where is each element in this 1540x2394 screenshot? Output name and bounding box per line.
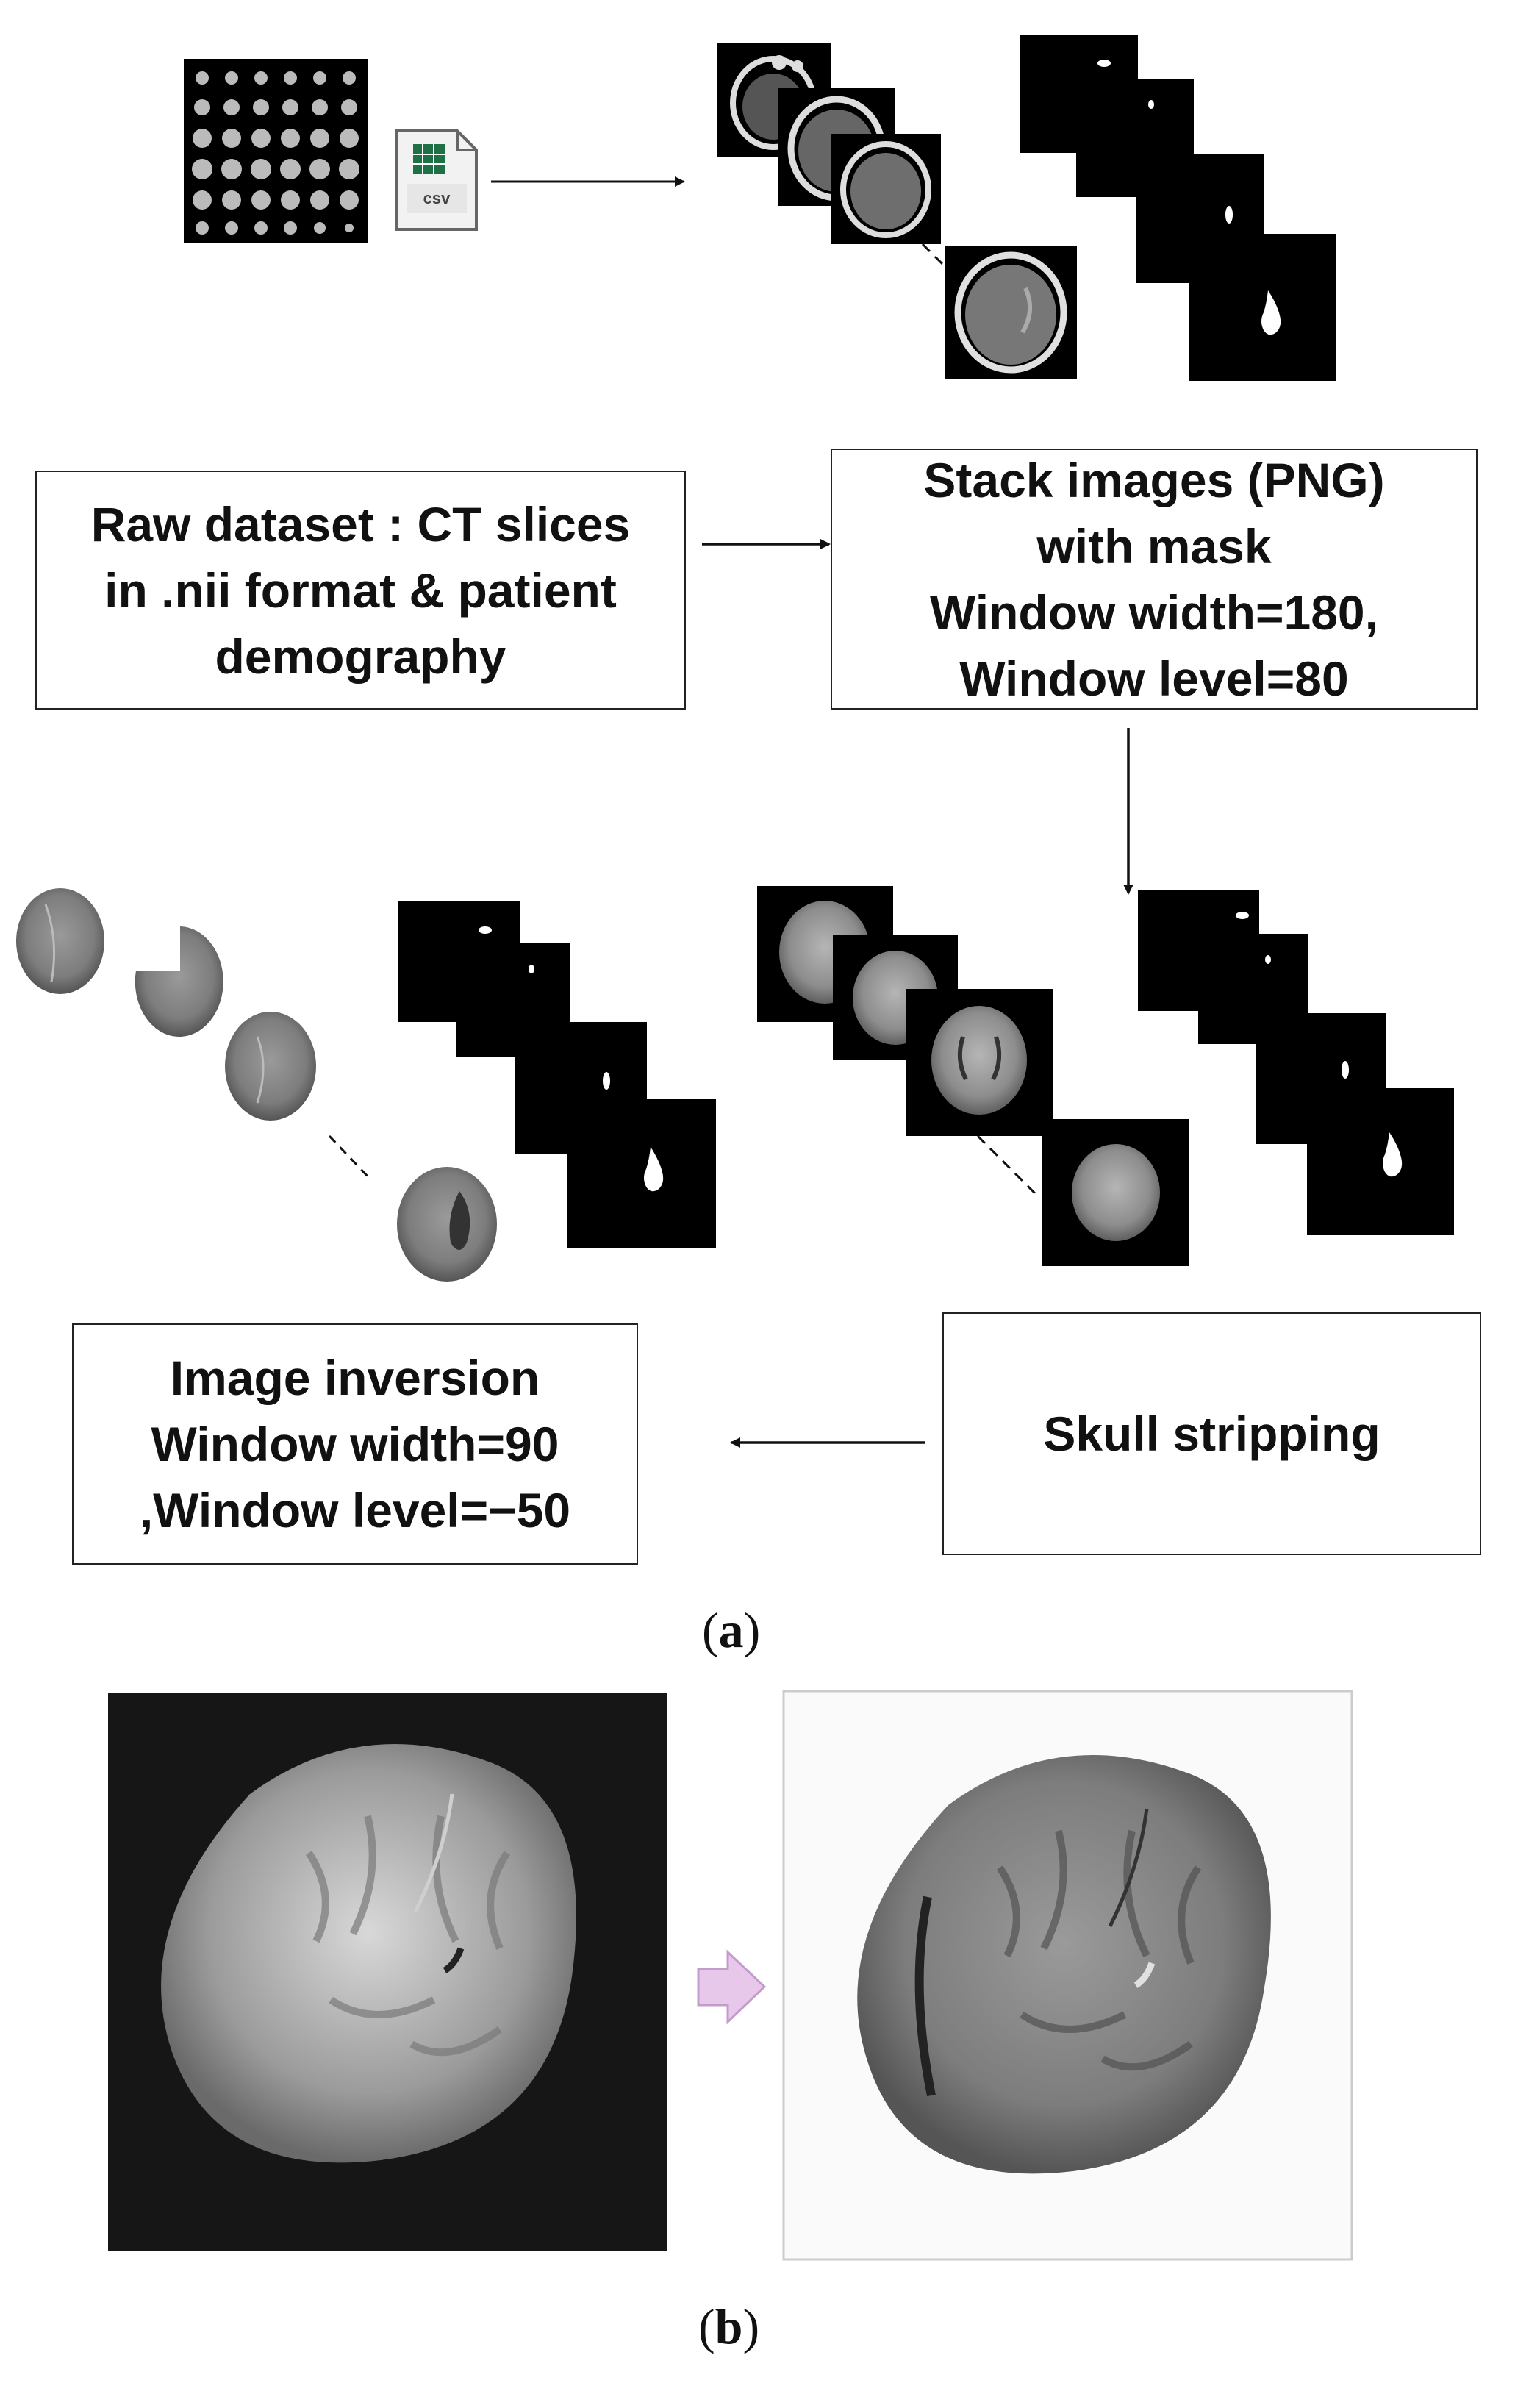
- panel-label-b: (b): [698, 2298, 760, 2354]
- transform-arrow: [697, 1949, 767, 2025]
- mask-stack-left: [398, 901, 716, 1248]
- original-brain-image: [108, 1693, 667, 2251]
- csv-icon-label: csv: [423, 189, 451, 207]
- skull-stripping-text: Skull stripping: [1043, 1407, 1380, 1461]
- inverted-brain-slices: [16, 888, 497, 1282]
- panel-label-a: (a): [702, 1602, 761, 1658]
- stack-images-box: Stack images (PNG) with mask Window widt…: [831, 449, 1478, 710]
- image-inversion-box: Image inversion Window width=90 ,Window …: [72, 1323, 638, 1565]
- skull-stripping-box: Skull stripping: [942, 1312, 1481, 1555]
- ct-slice-stack: [717, 43, 1077, 379]
- skull-stripped-slices: [757, 886, 1189, 1266]
- inverted-brain-image: [782, 1690, 1353, 2261]
- mask-stack-top: [1020, 35, 1336, 381]
- spreadsheet-csv-icon: [395, 129, 478, 231]
- mask-stack-right: [1138, 890, 1454, 1235]
- image-inversion-text: Image inversion Window width=90 ,Window …: [139, 1351, 571, 1537]
- ct-montage-thumbnail: [184, 59, 368, 243]
- stack-images-text: Stack images (PNG) with mask Window widt…: [923, 452, 1385, 706]
- raw-dataset-text: Raw dataset : CT slices in .nii format &…: [90, 496, 631, 684]
- raw-dataset-box: Raw dataset : CT slices in .nii format &…: [35, 471, 686, 710]
